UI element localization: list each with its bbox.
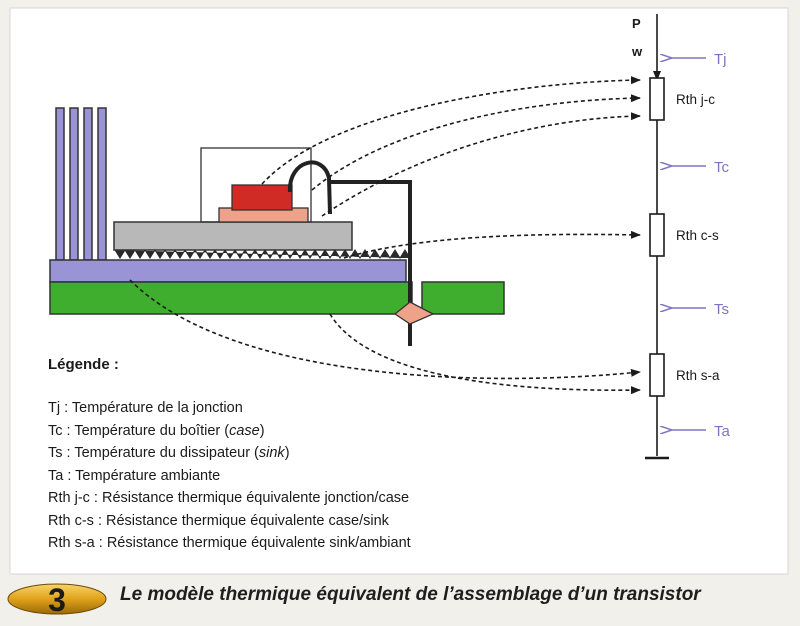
legend-item: Rth c-s : Résistance thermique équivalen… [48,512,389,529]
node-ts-label: Ts [714,301,729,318]
resistor-cs [649,213,665,257]
legend-item: Ts : Température du dissipateur (sink) [48,445,290,461]
legend-title: Légende : [48,356,119,373]
legend-item: Ta : Température ambiante [48,467,221,484]
heatsink-fins [55,107,107,261]
heatsink-base [49,259,407,283]
legend-item: Rth j-c : Résistance thermique équivalen… [48,490,410,506]
legend: Légende : Tj : Température de la jonctio… [48,356,411,555]
pcb-right [421,281,505,315]
legend-item: Tj : Température de la jonction [48,400,243,416]
figure-number-badge: 3 [7,582,107,616]
legend-item: Rth s-a : Résistance thermique équivalen… [48,535,411,551]
thermal-flow-arrows [129,76,641,395]
node-tj-label: Tj [714,51,727,68]
pcb-left [49,281,413,315]
resistor-jc-label: Rth j-c [676,92,715,107]
power-unit-label: w [631,44,643,59]
resistor-cs-label: Rth c-s [676,228,719,243]
pin-solder-diamond [393,301,435,325]
figure-caption: Le modèle thermique équivalent de l’asse… [120,584,701,605]
figure-number: 3 [48,582,66,616]
transistor-case [113,221,353,251]
die [231,184,293,211]
thermal-interface [114,249,411,259]
node-ta-label: Ta [714,423,731,440]
power-label: P [632,16,641,31]
node-tc-label: Tc [714,159,730,176]
resistor-sa-label: Rth s-a [676,368,720,383]
legend-item: Tc : Température du boîtier (case) [48,422,265,439]
resistor-sa [649,353,665,397]
resistor-jc [649,77,665,121]
node-arrows [671,58,706,430]
